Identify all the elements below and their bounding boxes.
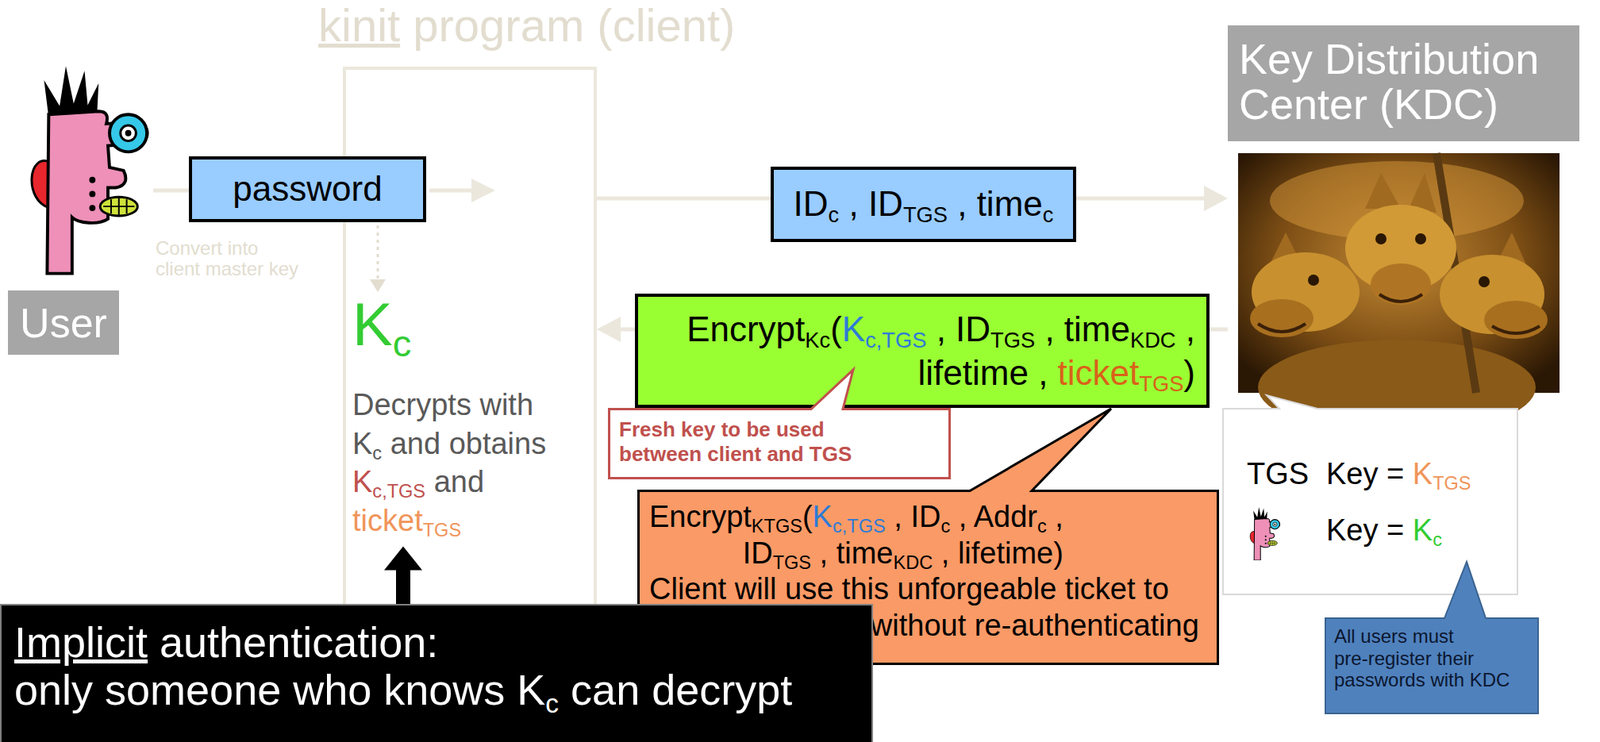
- text-run: TGS: [990, 327, 1035, 353]
- text-run: kinit: [318, 0, 400, 51]
- note-text: Fresh key to be used between client and …: [619, 417, 940, 466]
- arrowhead: [596, 316, 621, 343]
- info-text: All users must pre-register their passwo…: [1334, 625, 1530, 692]
- flow-line: [1209, 327, 1228, 332]
- principal-name: TGS: [1246, 456, 1309, 493]
- text-run: ticket: [352, 503, 424, 538]
- key-table: TGSKey = KTGSKey = Kc: [1222, 407, 1519, 596]
- message-text: IDc , IDTGS , timec: [793, 184, 1054, 224]
- convert-arrow: [376, 225, 380, 280]
- eye: [1375, 233, 1387, 245]
- callout-outline: [1222, 407, 1519, 596]
- step-label: Convert into client master key: [155, 238, 299, 281]
- key-symbol: Kc: [352, 294, 412, 355]
- user-icon: [1246, 506, 1282, 561]
- eye: [1478, 276, 1490, 288]
- text-run: c: [1042, 202, 1054, 227]
- text-run: TGS: [423, 519, 462, 541]
- text-run: TGS: [903, 202, 948, 227]
- text-run: c: [372, 442, 382, 464]
- text-run: c: [940, 515, 950, 537]
- input-text: password: [232, 169, 382, 208]
- flow-arrow: [1209, 329, 1228, 331]
- user-figure: [31, 65, 148, 274]
- dog-head: [1250, 232, 1360, 338]
- ear: [1365, 173, 1401, 209]
- text-run: KDC: [893, 552, 934, 574]
- text-run: c: [392, 322, 412, 365]
- text-run: c: [828, 202, 840, 227]
- flow-line: [596, 196, 771, 201]
- mouth: [1379, 294, 1423, 302]
- user-icon-figure: [1250, 507, 1280, 561]
- text-run: c,TGS: [832, 515, 886, 537]
- callout-shape: [609, 369, 950, 479]
- flow-arrow: [1076, 185, 1228, 212]
- key-entry: Key = KTGS: [1326, 456, 1472, 493]
- message-text: EncryptKc(Kc,TGS , IDTGS , timeKDC , lif…: [686, 307, 1196, 395]
- actor-name: User: [19, 302, 108, 344]
- server-block: Key Distribution Center (KDC): [1227, 25, 1580, 393]
- convert-arrowhead: [369, 279, 386, 293]
- block-arrow: [384, 546, 423, 607]
- text-run: c: [1037, 515, 1047, 537]
- text-run: c,TGS: [372, 480, 426, 502]
- text-run: KTGS: [751, 515, 803, 537]
- text-run: Implicit: [14, 618, 148, 666]
- mouth: [1492, 326, 1540, 334]
- info-callout: All users must pre-register their passwo…: [1324, 617, 1539, 715]
- text-run: Kc: [804, 327, 831, 353]
- snout: [1250, 299, 1314, 338]
- dog-head: [1439, 232, 1548, 339]
- summary-text: Implicit authentication: only someone wh…: [14, 618, 859, 715]
- text-run: KDC: [1130, 327, 1177, 353]
- message-box: EncryptKc(Kc,TGS , IDTGS , timeKDC , lif…: [634, 293, 1210, 408]
- text-run: ticket: [1057, 353, 1140, 393]
- text-run: c: [1432, 529, 1443, 550]
- snout: [1370, 263, 1431, 305]
- snout: [1484, 300, 1548, 339]
- text-run: K: [1412, 513, 1433, 547]
- ticket-formula: EncryptKTGS(Kc,TGS , IDc , Addrc , IDTGS…: [649, 499, 1064, 572]
- callout-shape: [1325, 561, 1539, 714]
- mouth: [1257, 323, 1306, 332]
- step-note: Decrypts with Kc and obtains Kc,TGS and …: [352, 385, 547, 541]
- input-line: [153, 188, 189, 193]
- flow-arrow: [384, 546, 423, 607]
- server-name: Key Distribution Center (KDC): [1227, 25, 1580, 142]
- text-run: TGS: [1432, 473, 1471, 494]
- input-arrow: [429, 188, 474, 193]
- eye: [1307, 274, 1320, 286]
- eye: [1415, 233, 1427, 245]
- text-run: K: [812, 500, 833, 534]
- text-run: K: [352, 465, 373, 499]
- flow-arrow: [596, 316, 635, 343]
- text-run: TGS: [773, 552, 812, 574]
- text-run: K: [1412, 457, 1433, 491]
- program-title: kinit program (client): [318, 0, 735, 51]
- note-callout: Fresh key to be used between client and …: [607, 407, 951, 480]
- dog-head: [1345, 173, 1457, 305]
- text-run: c: [545, 689, 559, 720]
- message-box: IDc , IDTGS , timec: [770, 166, 1077, 243]
- input-arrowhead: [471, 178, 496, 203]
- actor-label: User: [7, 290, 120, 355]
- callout-shape: [1223, 395, 1518, 595]
- flow-line: [1076, 196, 1206, 201]
- text-run: K: [842, 309, 866, 349]
- cerberus-picture: [1238, 153, 1560, 435]
- text-run: c,TGS: [865, 327, 927, 353]
- text-run: TGS: [1138, 371, 1184, 397]
- flow-line: [619, 327, 635, 332]
- flow-arrow: [596, 198, 771, 200]
- input-box: password: [188, 156, 427, 223]
- key-entry: Key = Kc: [1326, 512, 1443, 550]
- summary-box: Implicit authentication: only someone wh…: [0, 603, 874, 742]
- arrowhead: [1203, 185, 1228, 212]
